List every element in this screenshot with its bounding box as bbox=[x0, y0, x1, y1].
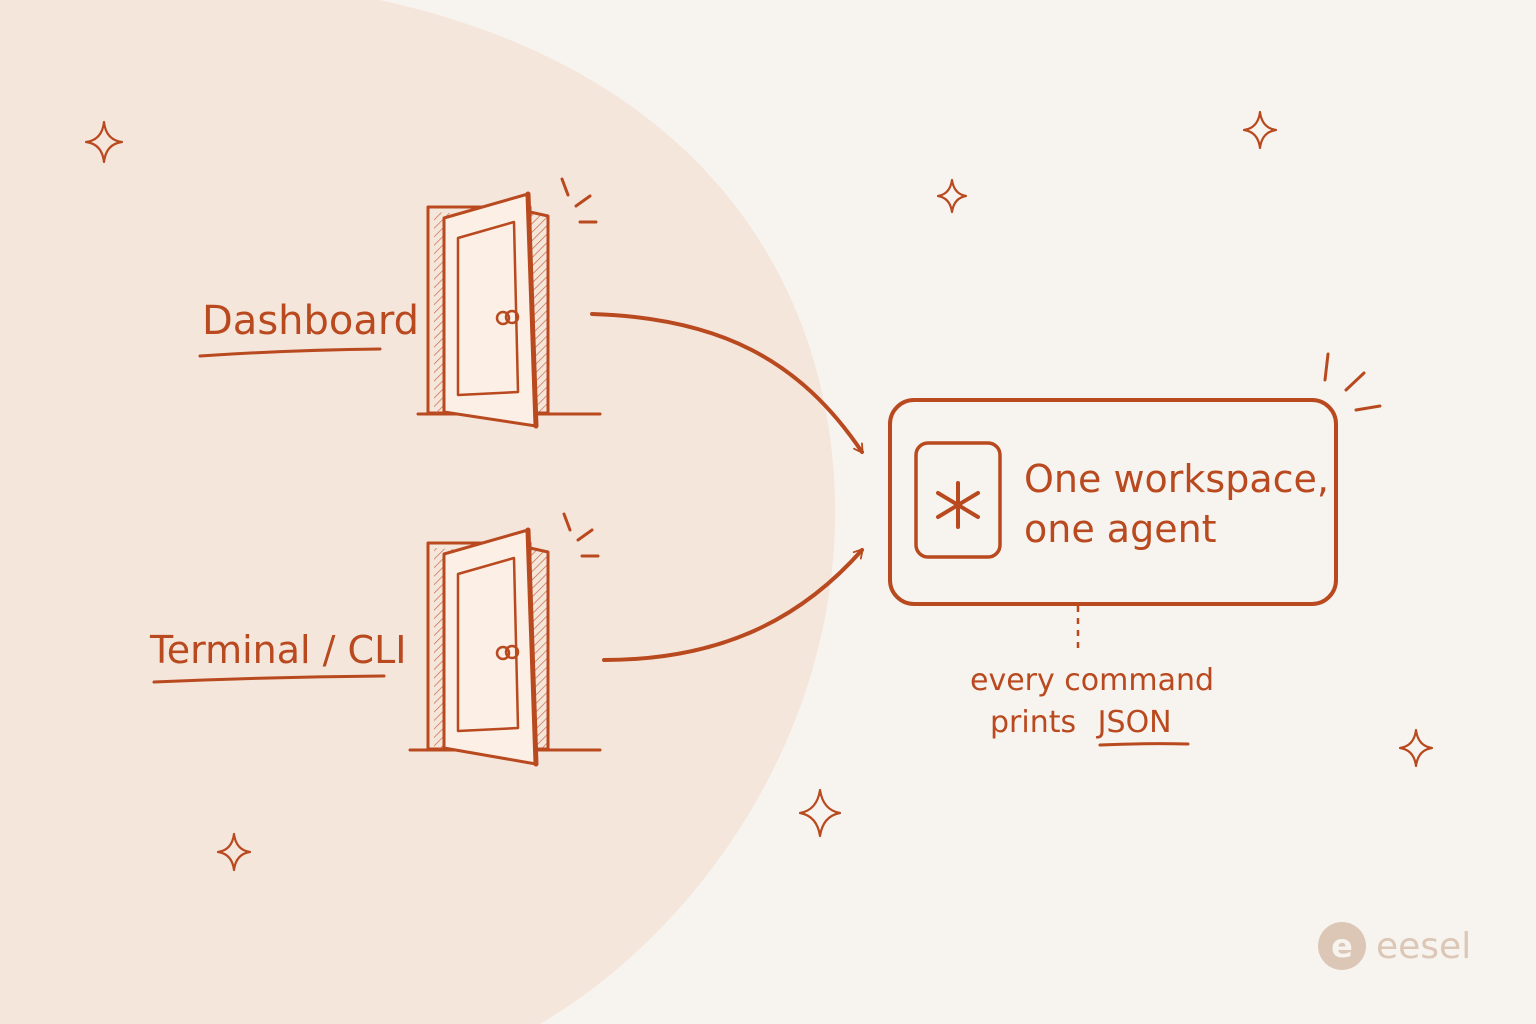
eesel-logo: e eesel bbox=[1318, 922, 1471, 970]
note-prefix: prints bbox=[990, 705, 1076, 740]
note-line2: prints JSON bbox=[990, 705, 1172, 740]
workspace-title-line1: One workspace, bbox=[1024, 457, 1329, 501]
door-terminal-icon bbox=[408, 512, 602, 767]
sparkle-icon bbox=[936, 178, 968, 214]
arrow-terminal-to-workspace bbox=[602, 548, 864, 662]
sparkle-icon bbox=[798, 788, 842, 838]
logo-mark: e bbox=[1331, 927, 1353, 965]
workspace-title-line2: one agent bbox=[1024, 507, 1217, 551]
underline-dashboard bbox=[198, 347, 382, 358]
sparkle-icon bbox=[1398, 728, 1434, 768]
background-blob bbox=[0, 0, 836, 1024]
sparkle-icon bbox=[84, 120, 124, 164]
label-dashboard: Dashboard bbox=[202, 298, 419, 344]
sparkle-icon bbox=[1242, 110, 1278, 150]
workspace-box bbox=[888, 398, 1338, 606]
underline-terminal bbox=[152, 674, 386, 684]
note-highlight-json: JSON bbox=[1096, 705, 1172, 740]
door-dashboard-icon bbox=[416, 177, 602, 429]
emphasis-lines bbox=[1323, 352, 1382, 412]
logo-text: eesel bbox=[1376, 926, 1471, 967]
label-terminal: Terminal / CLI bbox=[149, 628, 406, 672]
underline-json bbox=[1098, 742, 1190, 747]
asterisk-icon bbox=[914, 441, 1002, 559]
sparkle-icon bbox=[216, 832, 252, 872]
note-line1: every command bbox=[970, 663, 1214, 698]
arrow-dashboard-to-workspace bbox=[590, 312, 864, 454]
